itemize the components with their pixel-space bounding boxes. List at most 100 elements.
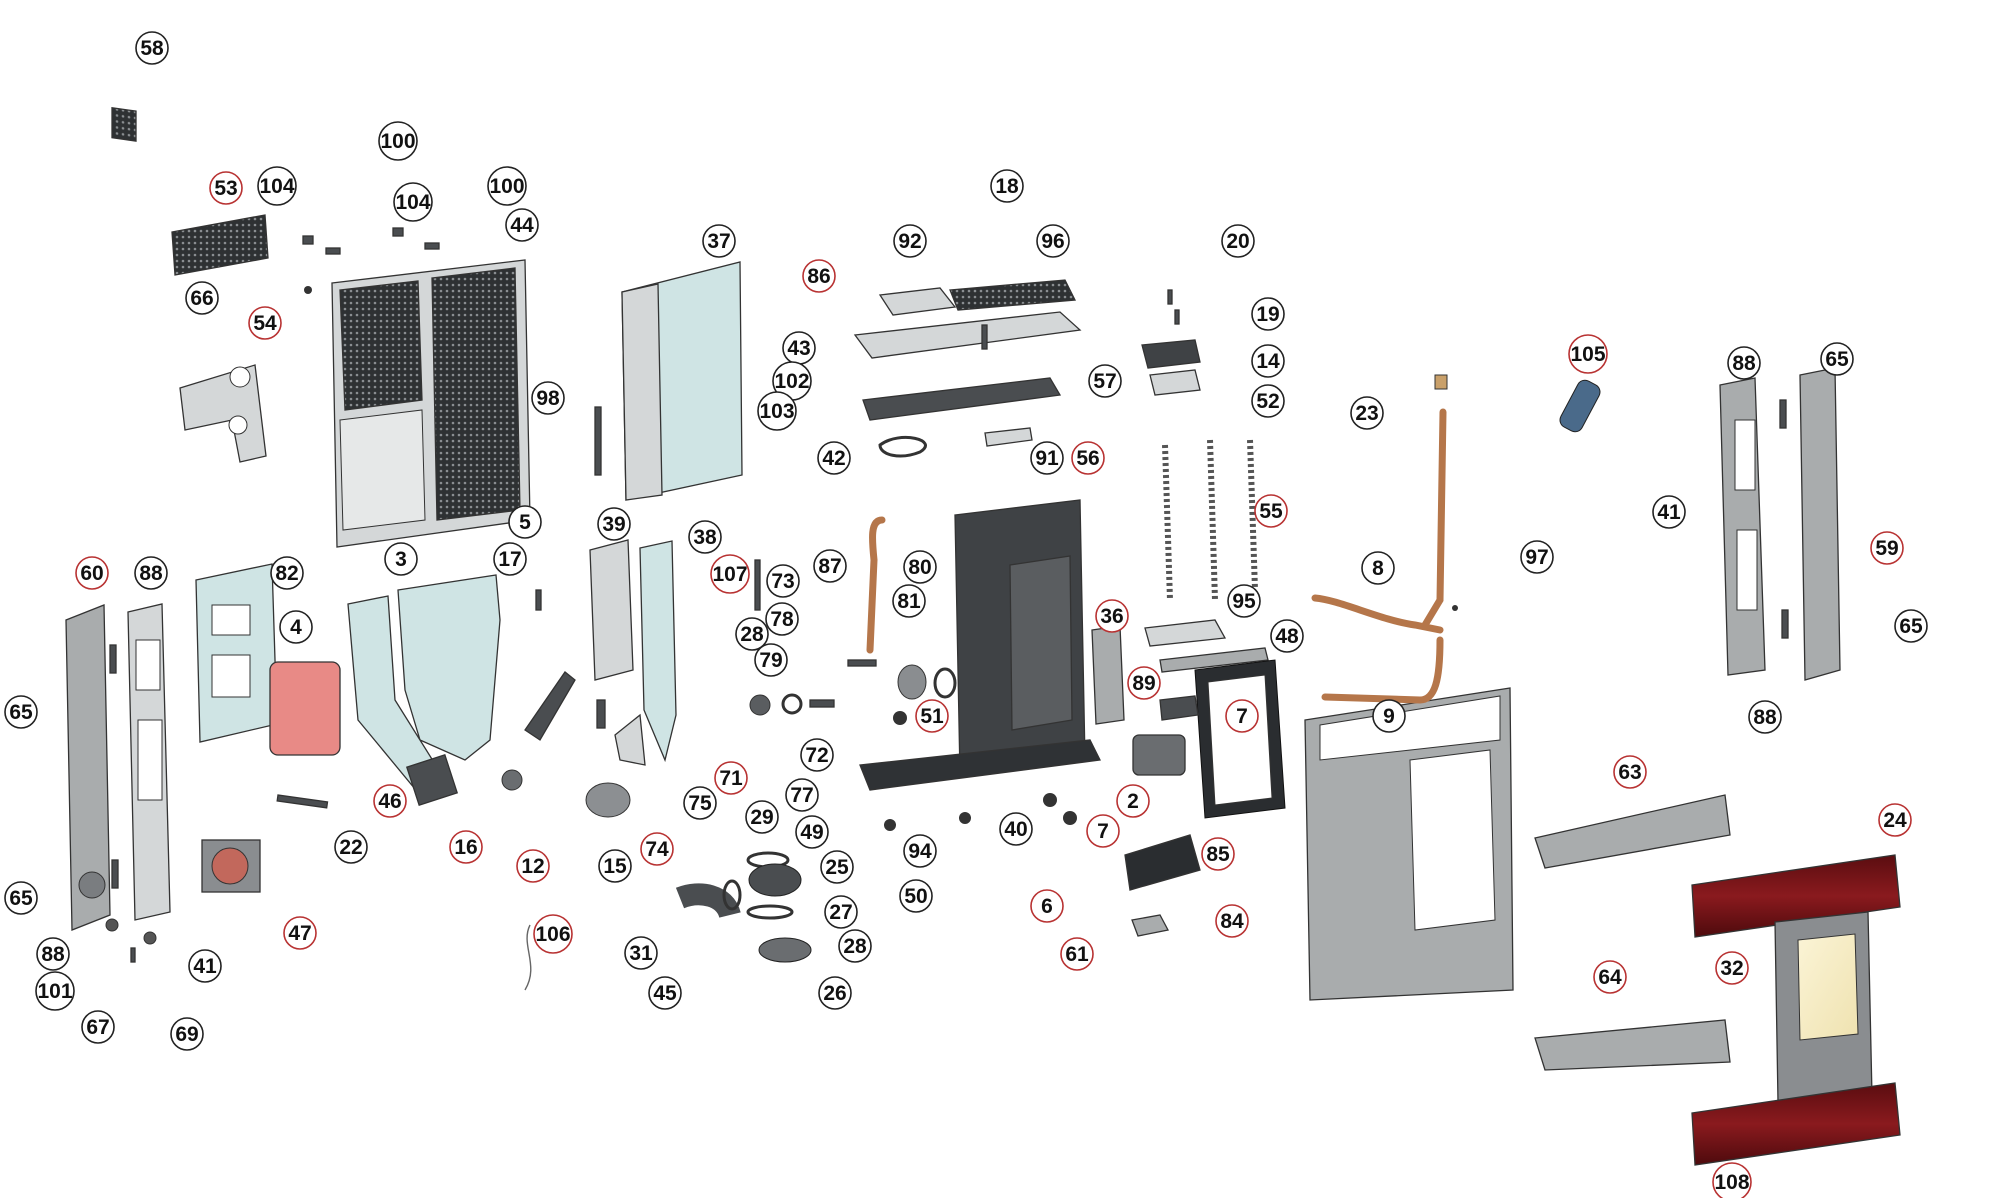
callout-c43: 43 xyxy=(782,331,816,365)
callout-label: 88 xyxy=(139,562,163,585)
callout-label: 88 xyxy=(41,943,65,966)
callout-label: 65 xyxy=(9,701,33,724)
part-104-clip xyxy=(302,235,314,245)
callout-label: 72 xyxy=(805,744,828,767)
part-88-right-handle-2 xyxy=(1781,609,1789,639)
callout-label: 56 xyxy=(1076,447,1099,470)
part-108-bottom-cover xyxy=(1691,1082,1901,1166)
callout-circle xyxy=(1201,837,1235,871)
callout-label: 19 xyxy=(1256,303,1279,326)
callout-c49: 49 xyxy=(795,815,829,849)
callout-c80: 80 xyxy=(903,550,937,584)
callout-label: 48 xyxy=(1275,625,1299,648)
callout-circle xyxy=(1221,224,1255,258)
callout-circle xyxy=(624,936,658,970)
callout-circle xyxy=(893,224,927,258)
callout-label: 104 xyxy=(259,175,294,198)
part-18-bolt xyxy=(981,324,988,350)
callout-label: 61 xyxy=(1065,943,1089,966)
part-95-grate xyxy=(1144,619,1227,647)
part-82-plate xyxy=(195,563,278,743)
callout-c37: 37 xyxy=(702,224,736,258)
callout-circle xyxy=(257,166,297,206)
part-97-screw xyxy=(1452,605,1458,611)
callout-c65b: 65 xyxy=(4,881,38,915)
part-61-plate xyxy=(1131,914,1169,937)
part-54-bracket xyxy=(179,364,267,463)
callout-label: 36 xyxy=(1100,605,1123,628)
callout-label: 73 xyxy=(771,570,794,593)
callout-circle xyxy=(1086,814,1120,848)
callout-circle xyxy=(1894,609,1928,643)
callout-label: 54 xyxy=(253,312,277,335)
callout-circle xyxy=(283,916,317,950)
callout-circle xyxy=(384,542,418,576)
part-25-pipe xyxy=(748,863,802,897)
part-5-auger xyxy=(524,671,576,741)
callout-label: 28 xyxy=(740,623,764,646)
callout-c54: 54 xyxy=(248,306,282,340)
callout-circle xyxy=(795,815,829,849)
callout-label: 37 xyxy=(707,230,730,253)
part-74-fan xyxy=(585,782,631,818)
part-9-pipe xyxy=(1321,636,1444,704)
callout-circle xyxy=(4,881,38,915)
callout-c52: 52 xyxy=(1251,384,1285,418)
part-104-clip-2 xyxy=(392,227,404,237)
part-60-side-panel xyxy=(65,604,111,931)
callout-c3: 3 xyxy=(384,542,418,576)
callout-c44: 44 xyxy=(505,208,539,242)
callout-label: 15 xyxy=(603,855,627,878)
part-78-ring xyxy=(781,693,803,715)
callout-label: 24 xyxy=(1883,809,1907,832)
callout-label: 3 xyxy=(395,548,407,571)
callout-c45: 45 xyxy=(648,976,682,1010)
callout-c104a: 104 xyxy=(257,166,297,206)
callout-c78: 78 xyxy=(765,602,799,636)
callout-circle xyxy=(1350,396,1384,430)
callout-c58: 58 xyxy=(135,31,169,65)
callout-c4: 4 xyxy=(279,610,313,644)
callout-circle xyxy=(270,556,304,590)
callout-circle xyxy=(1036,224,1070,258)
callout-circle xyxy=(1251,344,1285,378)
callout-label: 66 xyxy=(190,287,213,310)
callout-label: 65 xyxy=(9,887,33,910)
callout-circle xyxy=(813,549,847,583)
callout-c32: 32 xyxy=(1715,951,1749,985)
callout-circle xyxy=(999,812,1033,846)
callout-circle xyxy=(1116,784,1150,818)
callout-circle xyxy=(903,550,937,584)
callout-c96: 96 xyxy=(1036,224,1070,258)
callout-c98: 98 xyxy=(531,381,565,415)
callout-c15: 15 xyxy=(598,849,632,883)
callout-c17: 17 xyxy=(493,542,527,576)
callout-circle xyxy=(702,224,736,258)
callout-circle xyxy=(688,520,722,554)
part-41-right-slot xyxy=(1734,419,1756,491)
callout-label: 47 xyxy=(288,922,311,945)
callout-label: 18 xyxy=(995,175,1019,198)
callout-label: 57 xyxy=(1093,370,1116,393)
part-31-elbow xyxy=(675,883,741,919)
callout-label: 41 xyxy=(193,955,217,978)
callout-circle xyxy=(35,971,75,1011)
callout-label: 23 xyxy=(1355,402,1378,425)
callout-label: 53 xyxy=(214,177,237,200)
callout-c101: 101 xyxy=(35,971,75,1011)
part-16-motor xyxy=(405,753,459,807)
part-88-handle xyxy=(109,644,117,674)
callout-circle xyxy=(820,850,854,884)
callout-circle xyxy=(1030,441,1064,475)
part-40-foot xyxy=(1043,793,1057,807)
callout-label: 84 xyxy=(1220,910,1244,933)
callout-label: 4 xyxy=(290,616,302,639)
callout-c41a: 41 xyxy=(188,949,222,983)
callout-label: 88 xyxy=(1732,352,1756,375)
callout-label: 49 xyxy=(800,821,823,844)
callout-c20: 20 xyxy=(1221,224,1255,258)
callout-circle xyxy=(1254,494,1288,528)
part-23-pipe xyxy=(1421,408,1447,629)
callout-c103: 103 xyxy=(757,391,797,431)
part-46-red-panel xyxy=(269,661,341,756)
